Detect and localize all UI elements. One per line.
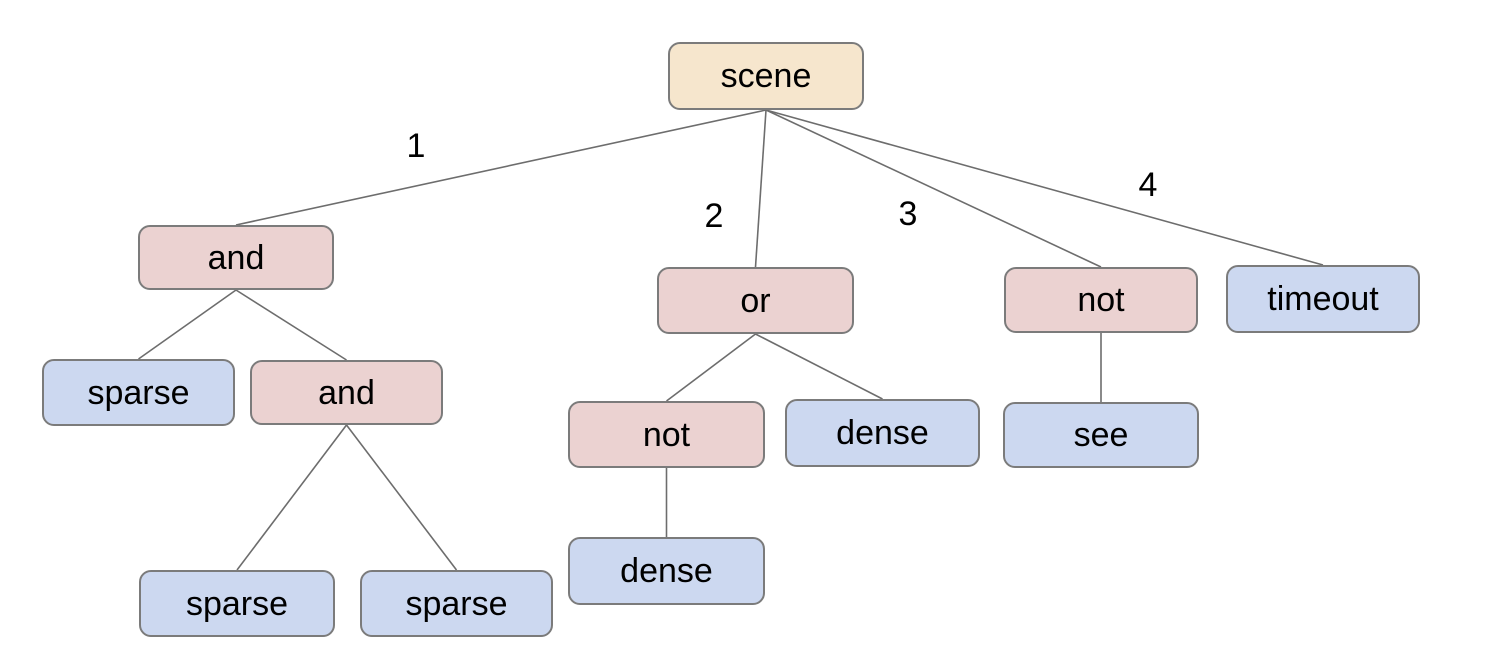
edge-or1-not2 bbox=[666, 333, 756, 402]
node-and1: and bbox=[138, 225, 334, 290]
node-label: not bbox=[1077, 281, 1125, 319]
node-label: timeout bbox=[1267, 280, 1379, 318]
edge-scene-or1 bbox=[754, 109, 767, 268]
edge-and1-and2 bbox=[235, 289, 347, 361]
node-and2: and bbox=[250, 360, 443, 425]
node-label: dense bbox=[836, 414, 929, 452]
edge-and2-sparse2 bbox=[236, 424, 348, 571]
node-dense1: dense bbox=[785, 399, 980, 467]
node-dense2: dense bbox=[568, 537, 765, 605]
node-label: sparse bbox=[87, 373, 190, 412]
edge-label-4: 4 bbox=[1138, 166, 1158, 204]
edge-label-3: 3 bbox=[898, 195, 918, 233]
node-sparse3: sparse bbox=[360, 570, 553, 637]
edge-label-2: 2 bbox=[704, 197, 724, 235]
node-label: sparse bbox=[185, 584, 289, 623]
node-label: see bbox=[1073, 416, 1129, 454]
node-sparse2: sparse bbox=[139, 570, 335, 637]
node-sparse1: sparse bbox=[42, 359, 235, 426]
node-label: and bbox=[207, 238, 265, 277]
node-see: see bbox=[1003, 402, 1199, 468]
edge-and2-sparse3 bbox=[345, 424, 458, 571]
edge-scene-and1 bbox=[235, 109, 767, 226]
node-timeout: timeout bbox=[1226, 265, 1420, 333]
node-label: scene bbox=[720, 57, 812, 95]
node-scene: scene bbox=[668, 42, 864, 110]
edge-scene-not1 bbox=[765, 109, 1102, 268]
edge-and1-sparse1 bbox=[138, 289, 237, 360]
edge-scene-timeout bbox=[765, 109, 1324, 266]
edge-or1-dense1 bbox=[755, 333, 883, 400]
node-not2: not bbox=[568, 401, 765, 468]
node-label: and bbox=[318, 373, 375, 412]
edge-label-1: 1 bbox=[406, 127, 426, 165]
node-label: dense bbox=[620, 552, 713, 590]
node-label: or bbox=[740, 281, 771, 320]
node-or1: or bbox=[657, 267, 854, 334]
node-not1: not bbox=[1004, 267, 1198, 333]
node-label: not bbox=[642, 415, 691, 454]
node-label: sparse bbox=[405, 584, 508, 623]
